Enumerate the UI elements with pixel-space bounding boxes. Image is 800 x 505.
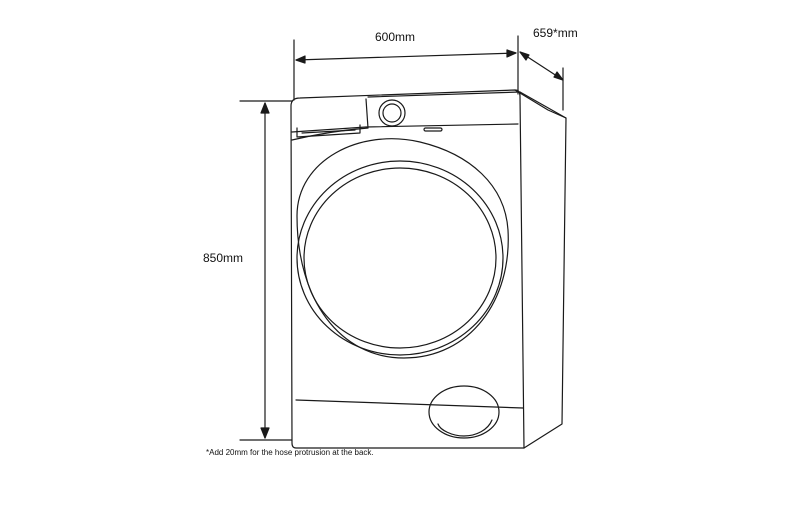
width-dimension-line — [294, 36, 518, 100]
hose-protrusion-footnote: *Add 20mm for the hose protrusion at the… — [206, 448, 374, 457]
height-label: 850mm — [203, 251, 244, 265]
filter-cover — [429, 386, 499, 438]
door — [297, 139, 508, 358]
width-label: 600mm — [375, 30, 416, 44]
machine-body — [291, 90, 566, 448]
depth-dimension-line — [520, 52, 563, 110]
height-dimension-line — [240, 101, 292, 440]
depth-label: 659*mm — [533, 26, 578, 40]
